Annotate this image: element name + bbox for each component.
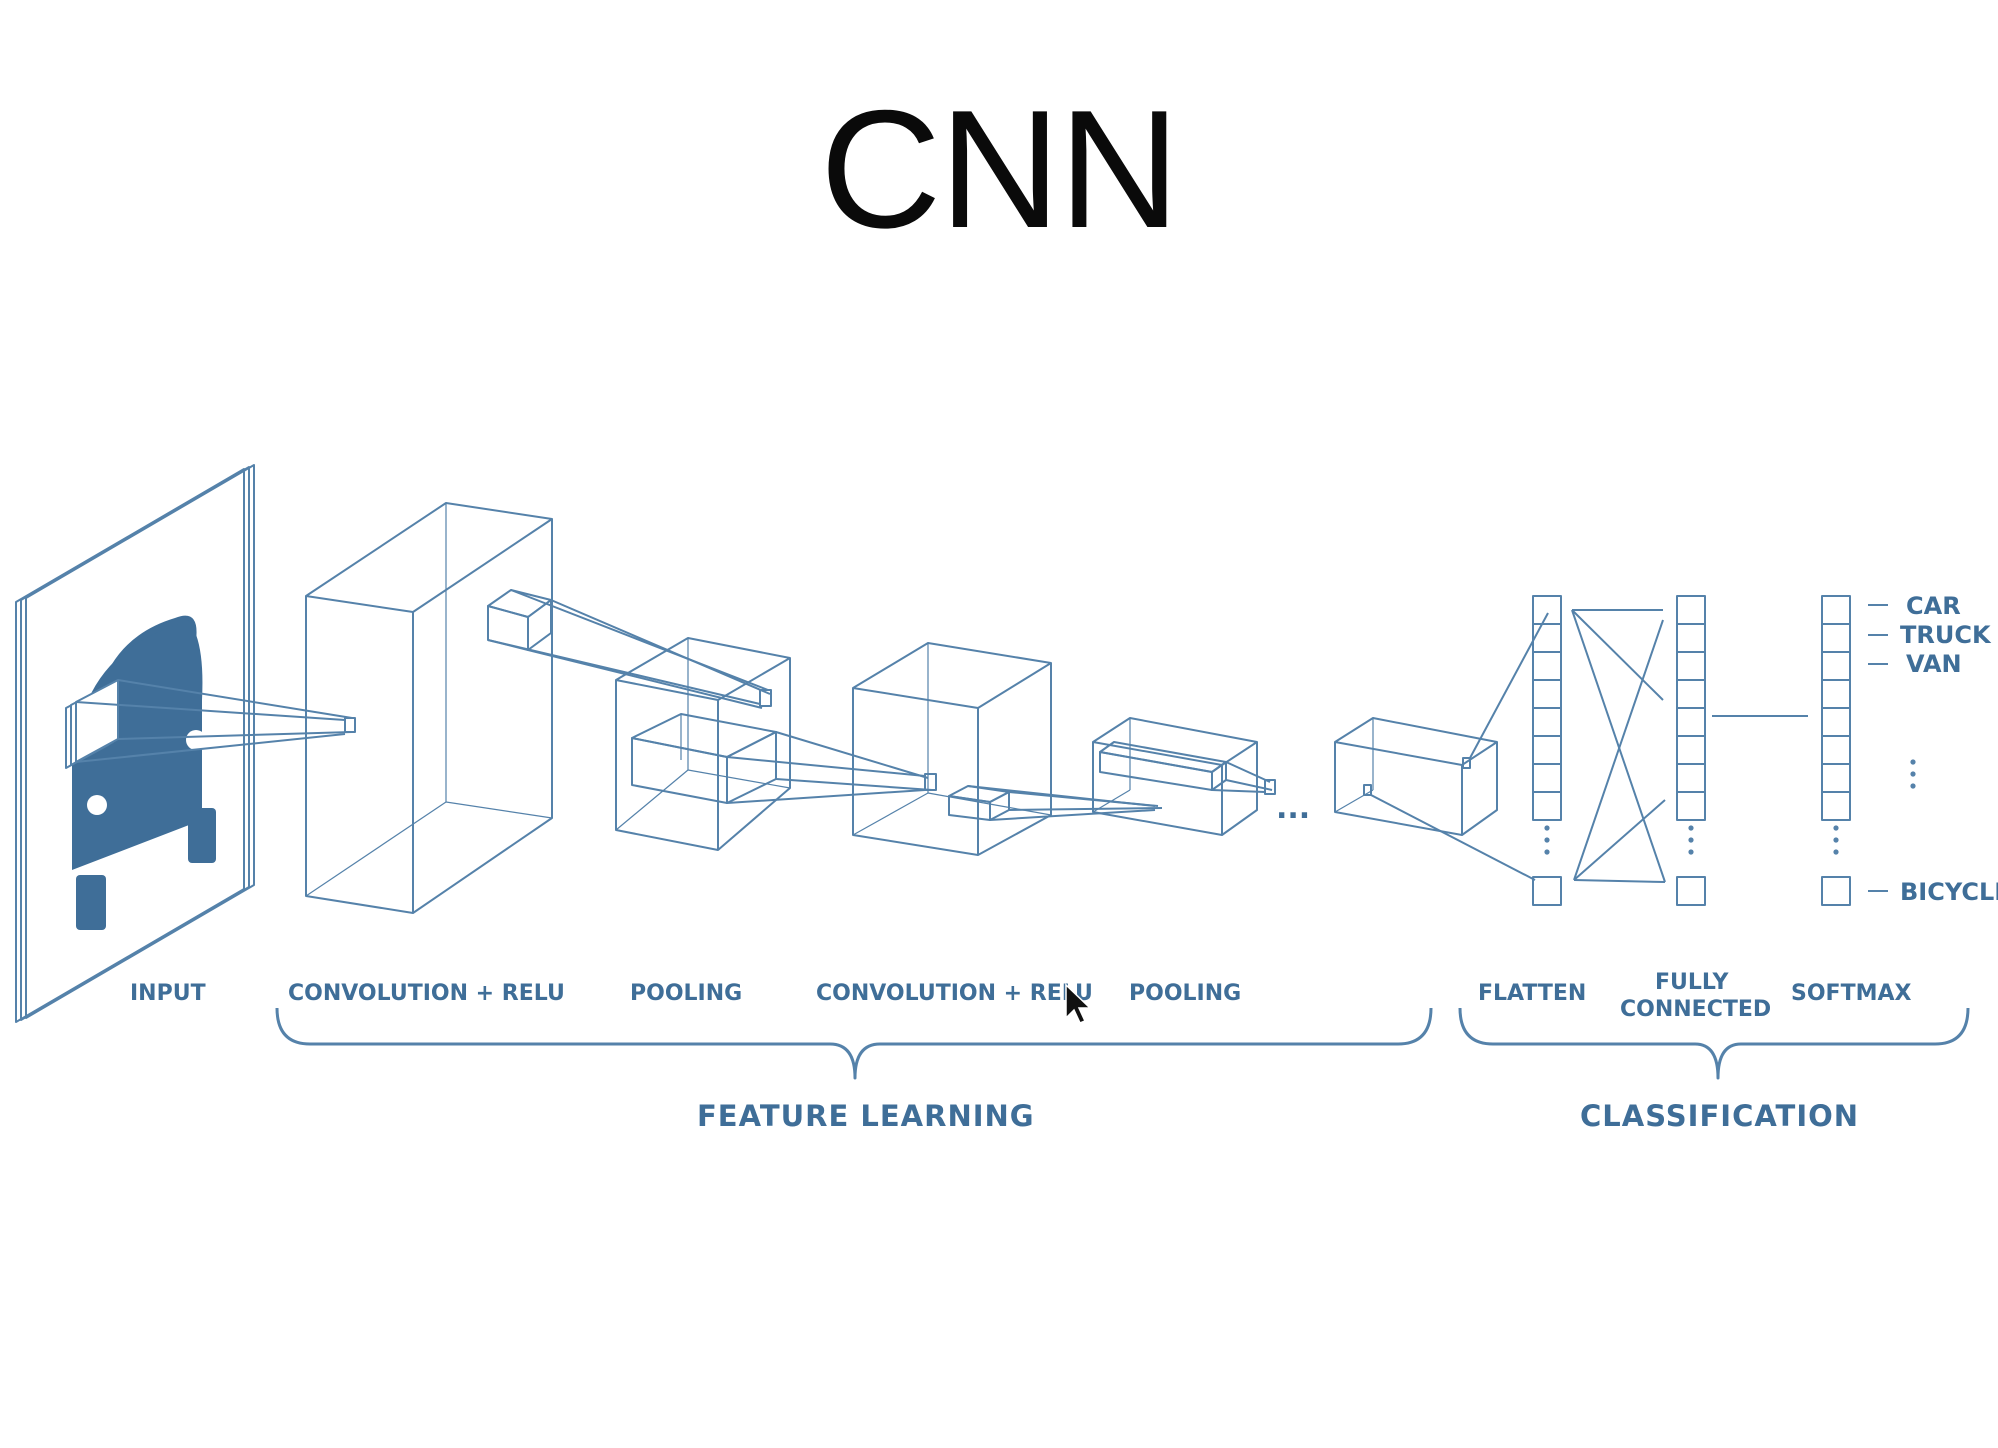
classification-brace <box>1458 1007 1970 1080</box>
class-label: BICYCLE <box>1900 878 1998 906</box>
layer-ellipsis: ... <box>1276 791 1310 826</box>
flatten-cell <box>1532 791 1562 821</box>
fc-dot <box>1688 825 1694 831</box>
pool1-volume <box>615 637 937 851</box>
flatten-dot <box>1544 825 1550 831</box>
flatten-cell <box>1532 735 1562 765</box>
fc-cell <box>1676 735 1706 765</box>
class-label: TRUCK <box>1900 621 1992 649</box>
fc-dot <box>1688 837 1694 843</box>
class-label: VAN <box>1906 650 1962 678</box>
fc-cell <box>1676 595 1706 625</box>
stage-label-fully: FULLY <box>1655 970 1730 995</box>
flatten-column <box>1532 595 1562 906</box>
stage-label-flatten: FLATTEN <box>1478 981 1586 1006</box>
conv1-filter <box>487 589 772 709</box>
softmax-cell <box>1821 707 1851 737</box>
car-icon <box>72 615 216 930</box>
group-label-feature-learning: FEATURE LEARNING <box>697 1099 1035 1133</box>
class-list-dot <box>1910 759 1916 765</box>
softmax-dot <box>1833 825 1839 831</box>
softmax-cell <box>1821 595 1851 625</box>
stage-label-pool1: POOLING <box>630 981 742 1006</box>
pool2-volume <box>1092 717 1276 836</box>
stage-label-softmax: SOFTMAX <box>1791 981 1912 1006</box>
class-list-dot <box>1910 771 1916 777</box>
flatten-dot <box>1544 837 1550 843</box>
page-title: CNN <box>820 75 1180 263</box>
stage-label-input: INPUT <box>130 981 206 1006</box>
class-list-dot <box>1910 783 1916 789</box>
stage-label-pool2: POOLING <box>1129 981 1241 1006</box>
ellipsis-dots <box>1544 759 1916 855</box>
conv1-volume <box>305 502 553 914</box>
flatten-cell <box>1532 623 1562 653</box>
fc-cell <box>1676 679 1706 709</box>
group-label-classification: CLASSIFICATION <box>1580 1099 1859 1133</box>
softmax-cell <box>1821 623 1851 653</box>
softmax-last-cell <box>1821 876 1851 906</box>
stage-label-connected: CONNECTED <box>1620 997 1771 1022</box>
stage-label-conv1: CONVOLUTION + RELU <box>288 981 565 1006</box>
softmax-cell <box>1821 735 1851 765</box>
stage-label-conv2: CONVOLUTION + RELU <box>816 981 1093 1006</box>
input-image-stack <box>15 464 255 1023</box>
final-feature-volume <box>1334 612 1549 881</box>
fc-last-cell <box>1676 876 1706 906</box>
flatten-cell <box>1532 651 1562 681</box>
conv2-volume <box>852 642 1163 856</box>
fully-connected-column <box>1676 595 1706 906</box>
softmax-dot <box>1833 837 1839 843</box>
softmax-cell <box>1821 791 1851 821</box>
softmax-dot <box>1833 849 1839 855</box>
softmax-column <box>1821 595 1851 906</box>
fc-cell <box>1676 791 1706 821</box>
flatten-last-cell <box>1532 876 1562 906</box>
flatten-cell <box>1532 679 1562 709</box>
class-label: CAR <box>1906 592 1961 620</box>
flatten-cell <box>1532 595 1562 625</box>
fc-cell <box>1676 707 1706 737</box>
flatten-fc-connections <box>1571 609 1666 883</box>
flatten-cell <box>1532 763 1562 793</box>
fc-dot <box>1688 849 1694 855</box>
feature-learning-brace <box>275 1007 1433 1080</box>
class-ticks <box>1868 604 1888 892</box>
input-patch <box>65 679 356 769</box>
mouse-cursor-icon <box>1065 983 1092 1024</box>
fc-cell <box>1676 763 1706 793</box>
flatten-cell <box>1532 707 1562 737</box>
softmax-cell <box>1821 763 1851 793</box>
softmax-cell <box>1821 651 1851 681</box>
fc-cell <box>1676 623 1706 653</box>
flatten-dot <box>1544 849 1550 855</box>
fc-cell <box>1676 651 1706 681</box>
softmax-cell <box>1821 679 1851 709</box>
